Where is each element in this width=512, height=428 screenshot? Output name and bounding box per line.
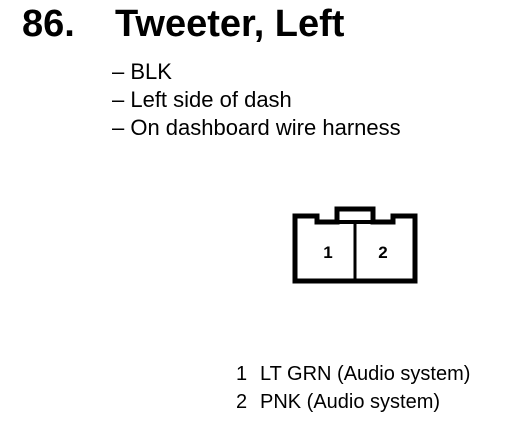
cavity-label-1: 1: [323, 243, 332, 262]
component-number: 86.: [22, 3, 75, 45]
pin-number: 1: [236, 363, 248, 385]
attribute-location: – Left side of dash: [112, 87, 292, 112]
pin-description: LT GRN (Audio system): [260, 363, 471, 385]
pin-row: 1 LT GRN (Audio system): [236, 360, 470, 388]
pin-row: 2 PNK (Audio system): [236, 388, 470, 416]
attribute-harness: – On dashboard wire harness: [112, 115, 401, 140]
pin-number: 2: [236, 391, 248, 413]
cavity-label-2: 2: [378, 243, 387, 262]
pin-list: 1 LT GRN (Audio system) 2 PNK (Audio syste…: [236, 360, 470, 416]
connector-housing: [292, 206, 418, 284]
pin-description: PNK (Audio system): [260, 391, 441, 413]
component-attributes: – BLK – Left side of dash – On dashboard…: [112, 58, 401, 142]
component-heading: 86. Tweeter, Left: [22, 2, 344, 46]
connector-face-diagram: 1 2: [292, 206, 418, 284]
attribute-color: – BLK: [112, 59, 172, 84]
component-title: Tweeter, Left: [115, 3, 345, 45]
